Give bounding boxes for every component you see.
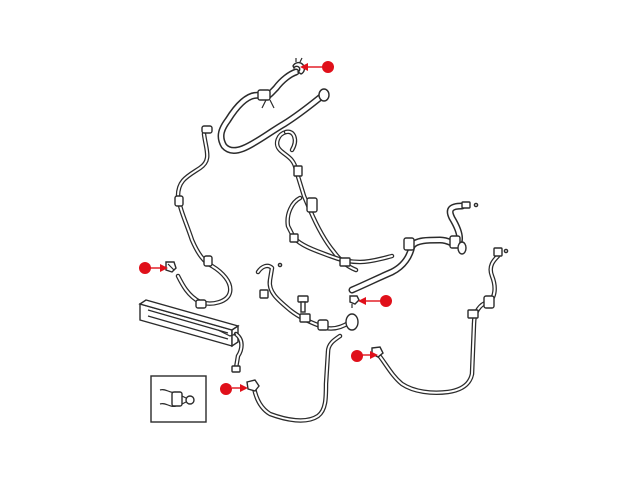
line-fitting-bend bbox=[203, 255, 213, 267]
power-steering-cooler-icon bbox=[138, 299, 244, 373]
callout-lower-clamp bbox=[220, 383, 248, 395]
callout-top-clamp bbox=[300, 61, 334, 73]
lower-clamp-hose-clamp-icon bbox=[246, 379, 260, 392]
top-clamp-hose-clamp-icon bbox=[292, 57, 306, 75]
line-fitting-cooler bbox=[195, 299, 207, 309]
upper-return-hose bbox=[217, 68, 330, 154]
callout-right-clamp bbox=[351, 350, 378, 362]
hose-bracket bbox=[257, 89, 271, 101]
left-clamp-hose-clamp-icon bbox=[165, 261, 177, 273]
hose-end-fitting bbox=[318, 88, 330, 102]
line-fitting-top bbox=[201, 125, 213, 134]
line-fitting-mid bbox=[174, 195, 184, 207]
left-pressure-line bbox=[174, 125, 233, 309]
bolt-icon bbox=[297, 295, 309, 313]
center-pressure-hose bbox=[274, 129, 395, 273]
inset-detail-icon bbox=[150, 375, 207, 423]
callout-center-clip bbox=[358, 295, 392, 307]
center-clip-retainer-clip-icon bbox=[349, 295, 360, 308]
callout-left-clamp bbox=[139, 262, 168, 274]
right-upper-hose bbox=[348, 201, 479, 294]
lower-supply-hose bbox=[251, 262, 359, 423]
right-lower-return-line bbox=[375, 247, 509, 395]
